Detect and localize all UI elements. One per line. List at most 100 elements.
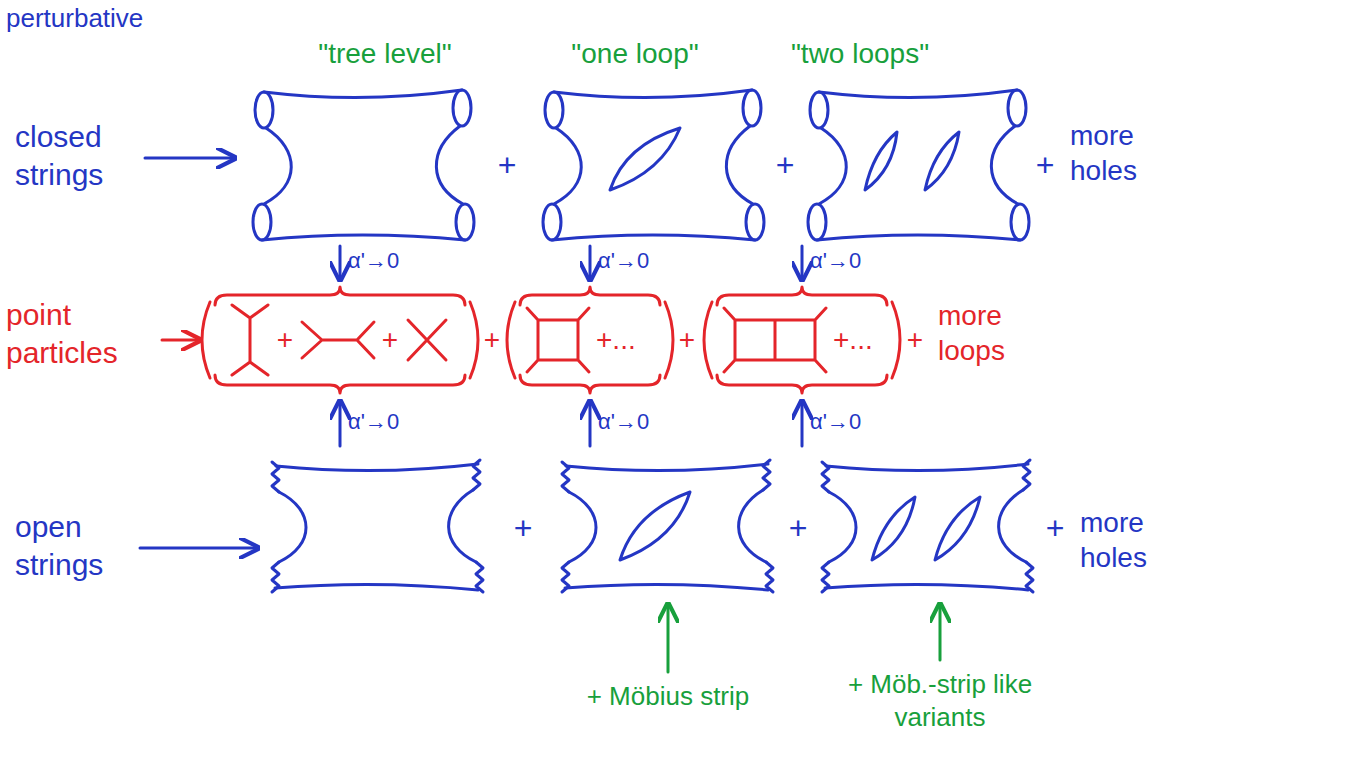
limit-label-box: α'→0	[598, 247, 678, 275]
plus-sign: +	[480, 322, 504, 357]
row-label: point particles	[6, 296, 156, 371]
plus-sign-box: +	[378, 322, 402, 357]
brace	[717, 287, 887, 305]
plus-sign: +	[786, 508, 810, 548]
plus-sign-box: +	[1043, 508, 1067, 548]
note-arrow	[667, 604, 670, 672]
continuation-note: more holes	[1080, 505, 1180, 575]
continuation-note-box: more holes	[1070, 118, 1170, 188]
plus-sign: +...	[833, 322, 889, 357]
plus-sign: +	[511, 508, 535, 548]
parenthesis	[507, 302, 515, 378]
plus-sign: +	[773, 145, 797, 185]
worldsheet-hole	[620, 492, 690, 560]
brace	[215, 287, 465, 305]
limit-label-box: α'→0	[598, 408, 678, 436]
plus-sign-box: +	[511, 508, 535, 548]
row-label-box: open strings	[15, 508, 135, 583]
closed-worldsheet	[808, 90, 1029, 240]
limit-label-box: α'→0	[810, 247, 890, 275]
plus-sign: +	[1043, 508, 1067, 548]
limit-label-box: α'→0	[348, 247, 428, 275]
limit-label: α'→0	[348, 408, 428, 436]
column-heading-box: "one loop"	[535, 36, 735, 71]
row-label-box: closed strings	[15, 118, 140, 193]
note-arrow	[939, 604, 942, 660]
note: + Möbius strip	[538, 680, 798, 713]
plus-sign-box: +...	[833, 322, 889, 357]
parenthesis	[892, 302, 900, 378]
limit-arrow	[589, 246, 592, 280]
plus-sign-box: +	[786, 508, 810, 548]
row-arrow	[145, 157, 235, 160]
continuation-note-box: more loops	[938, 298, 1038, 368]
worldsheet-hole	[935, 497, 980, 560]
continuation-note: more holes	[1070, 118, 1170, 188]
closed-worldsheet	[253, 90, 474, 240]
column-heading: "one loop"	[535, 36, 735, 71]
plus-sign-box: +	[480, 322, 504, 357]
row-label: closed strings	[15, 118, 140, 193]
feynman-diagram	[724, 308, 826, 372]
plus-sign: +	[273, 322, 297, 357]
limit-label: α'→0	[810, 408, 890, 436]
plus-sign-box: +...	[596, 322, 656, 357]
open-worldsheet	[272, 460, 483, 592]
plus-sign: +	[1033, 145, 1057, 185]
limit-arrow	[589, 401, 592, 446]
parenthesis	[202, 302, 210, 378]
plus-sign-box: +	[273, 322, 297, 357]
feynman-diagram	[527, 308, 589, 372]
plus-sign: +	[675, 322, 699, 357]
parenthesis	[470, 302, 478, 378]
continuation-note: more loops	[938, 298, 1038, 368]
feynman-diagram	[302, 322, 374, 358]
brace	[520, 375, 660, 393]
limit-label: α'→0	[810, 247, 890, 275]
column-heading-box: "two loops"	[760, 36, 960, 71]
column-heading-box: "tree level"	[275, 36, 495, 71]
page-heading: perturbative	[6, 2, 226, 35]
note-box: + Möbius strip	[538, 680, 798, 713]
plus-sign: +...	[596, 322, 656, 357]
brace	[717, 375, 887, 393]
row-label: open strings	[15, 508, 135, 583]
note-box: + Möb.-strip like variants	[810, 668, 1070, 733]
row-label-box: point particles	[6, 296, 156, 371]
limit-label-box: α'→0	[810, 408, 890, 436]
feynman-diagram	[232, 305, 268, 375]
open-worldsheet	[822, 460, 1033, 592]
limit-label: α'→0	[598, 247, 678, 275]
row-arrow	[140, 547, 258, 550]
parenthesis	[704, 302, 712, 378]
plus-sign: +	[378, 322, 402, 357]
brace	[520, 287, 660, 305]
note: + Möb.-strip like variants	[810, 668, 1070, 733]
limit-label: α'→0	[348, 247, 428, 275]
limit-arrow	[801, 401, 804, 446]
limit-label: α'→0	[598, 408, 678, 436]
plus-sign-box: +	[773, 145, 797, 185]
page-heading-box: perturbative	[6, 2, 226, 35]
limit-arrow	[339, 401, 342, 446]
worldsheet-hole	[872, 497, 915, 560]
continuation-note-box: more holes	[1080, 505, 1180, 575]
limit-arrow	[339, 246, 342, 280]
plus-sign-box: +	[675, 322, 699, 357]
column-heading: "tree level"	[275, 36, 495, 71]
plus-sign: +	[495, 145, 519, 185]
brace	[215, 375, 465, 393]
closed-worldsheet	[543, 90, 764, 240]
feynman-diagram	[408, 320, 446, 360]
worldsheet-hole	[610, 128, 680, 190]
plus-sign: +	[903, 322, 927, 357]
row-arrow	[162, 339, 200, 342]
plus-sign-box: +	[495, 145, 519, 185]
open-worldsheet	[562, 460, 773, 592]
worldsheet-hole	[865, 132, 897, 190]
worldsheet-hole	[925, 132, 959, 190]
plus-sign-box: +	[903, 322, 927, 357]
